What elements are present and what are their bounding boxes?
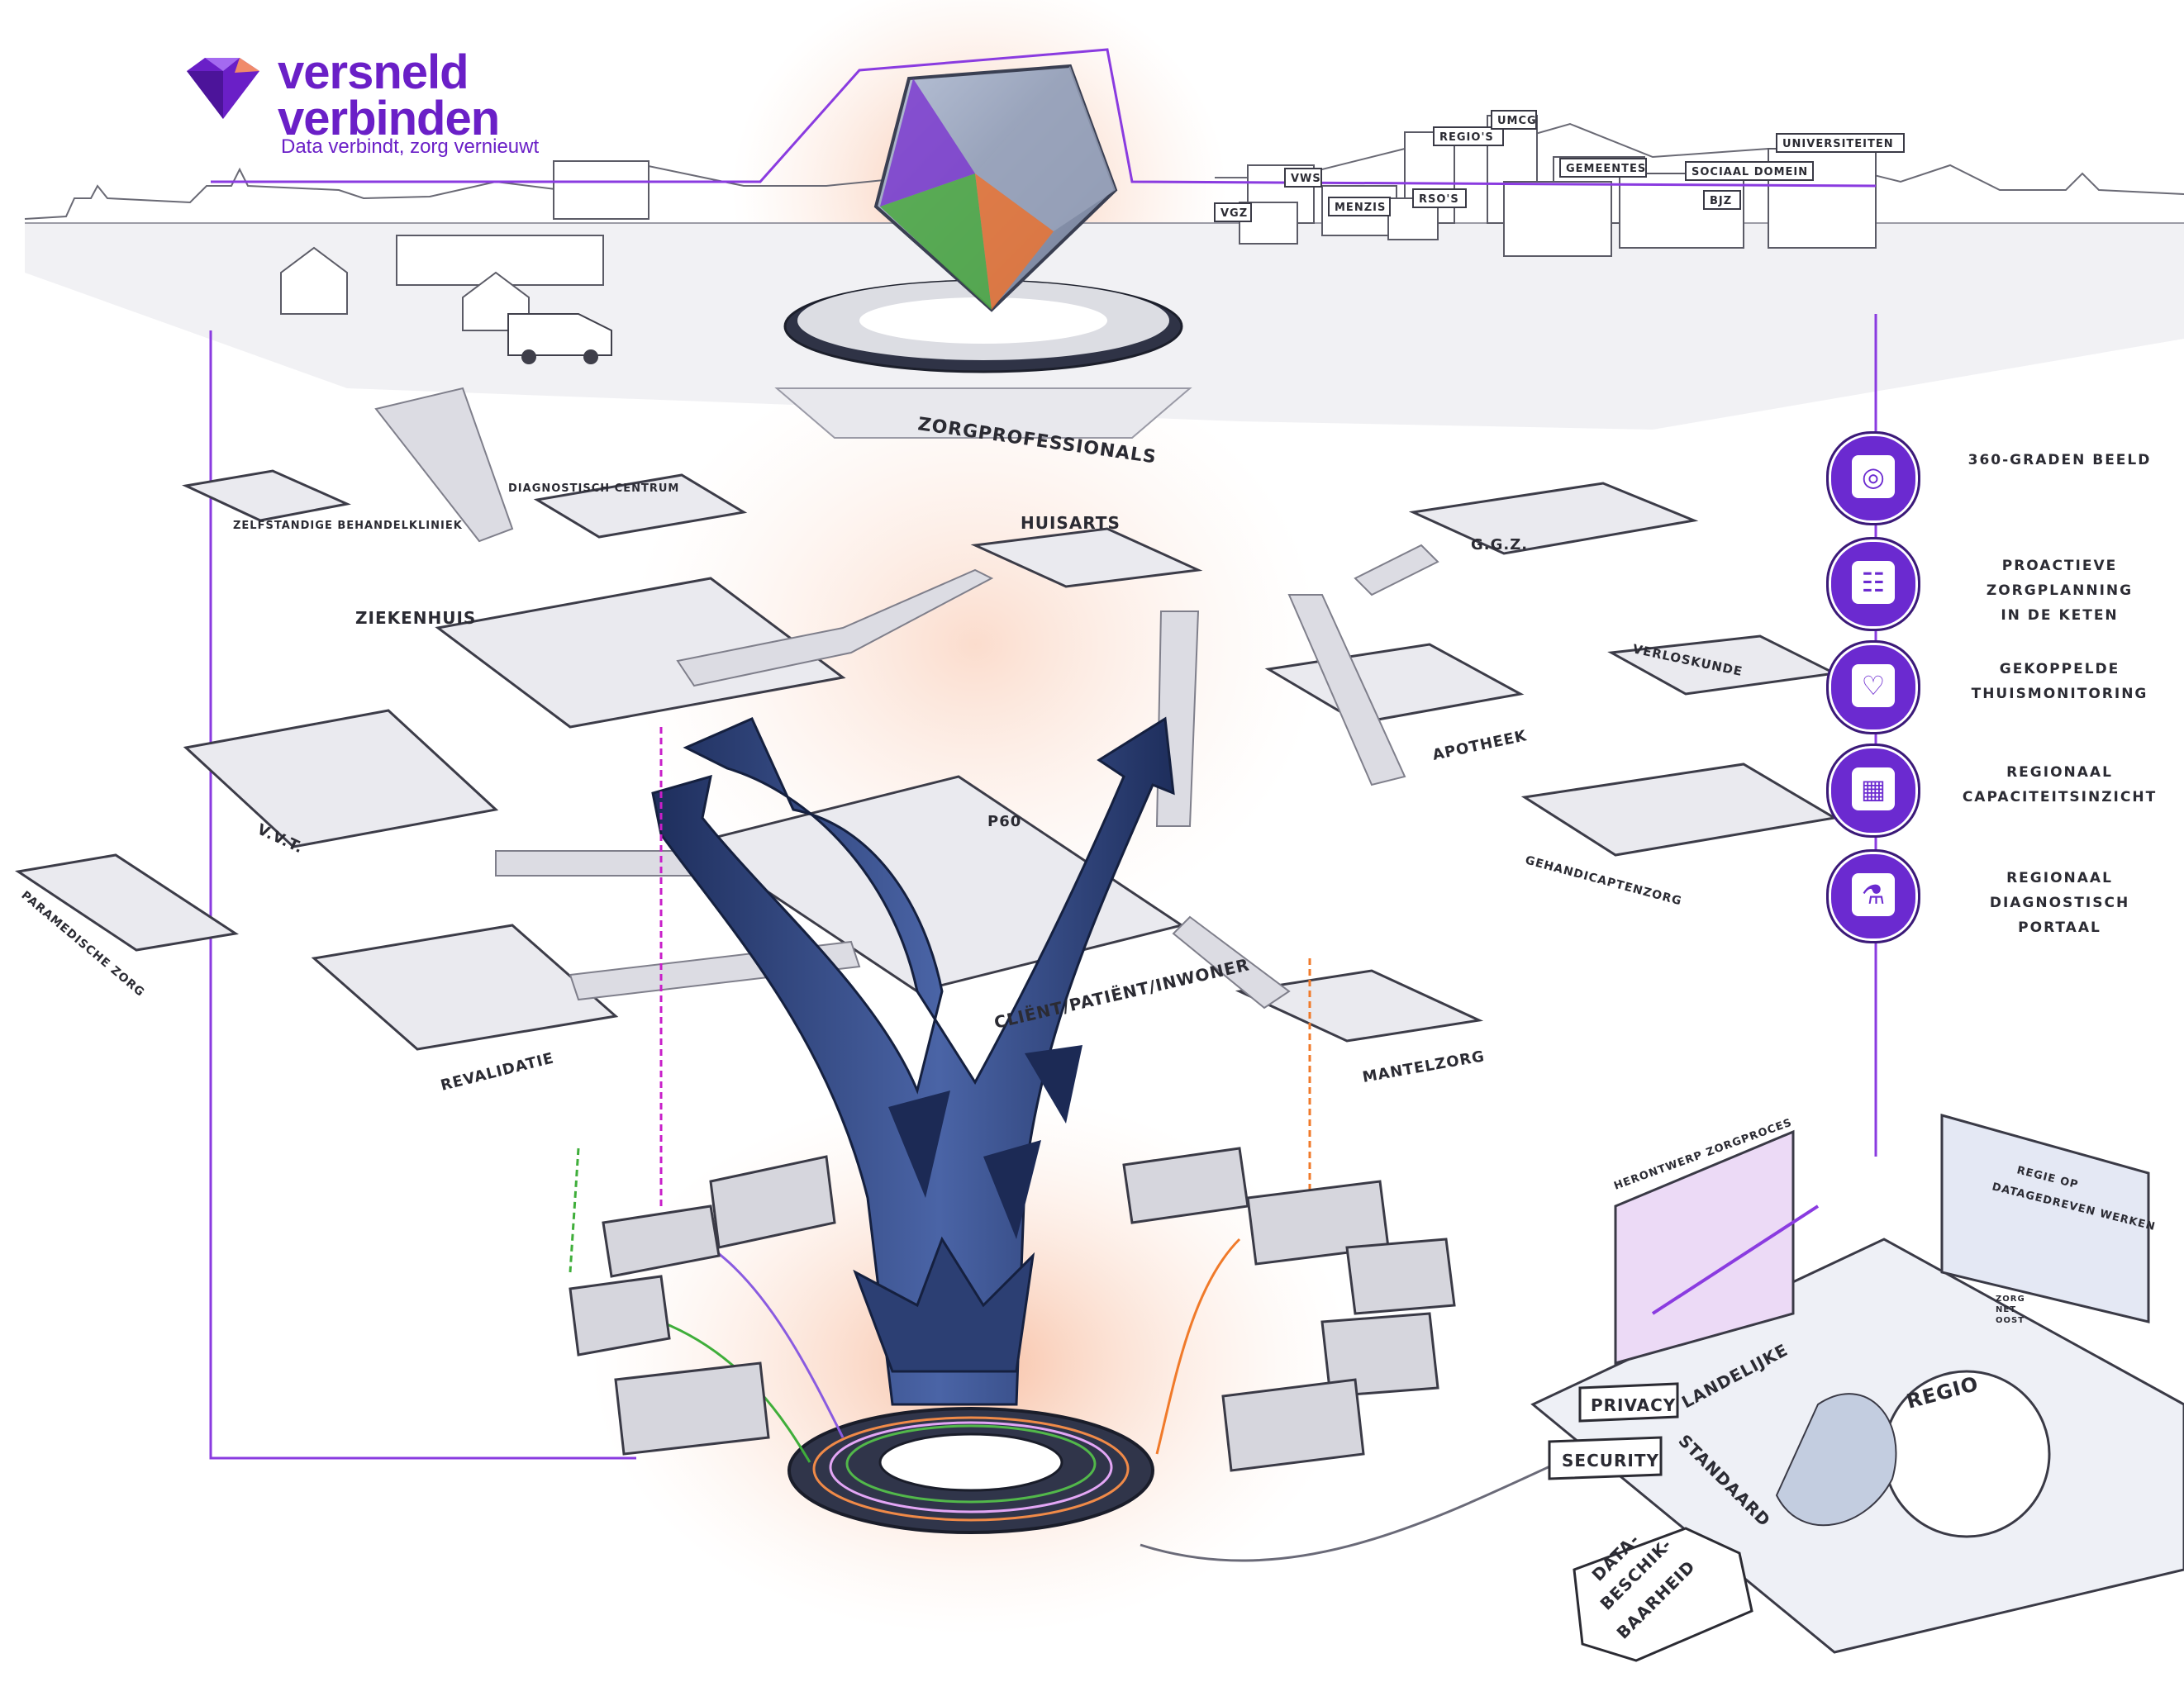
skyline-label-box [1328, 197, 1391, 216]
shirt-label-3: OOST [1996, 1316, 2025, 1325]
node-apotheek: APOTHEEK [1431, 727, 1529, 764]
node-ggz: G.G.Z. [1471, 536, 1528, 554]
legend-label-line1: REGIONAAL [2006, 870, 2113, 886]
legend-label: REGIONAAL CAPACITEITSINZICHT [1946, 760, 2173, 810]
skyline-label-box [1776, 133, 1905, 153]
legend-label: REGIONAAL DIAGNOSTISCH PORTAAL [1946, 866, 2173, 940]
skyline-label-box [1214, 202, 1252, 222]
skyline-label: SOCIAAL DOMEIN [1692, 166, 1808, 178]
home-monitoring-icon: ♡ [1826, 640, 1920, 734]
shirt-label-2: NET [1996, 1305, 2016, 1314]
skyline-label: BJZ [1710, 195, 1732, 207]
legend-label-line1: 360-GRADEN BEELD [1968, 452, 2152, 468]
legend-item: ⚗ REGIONAAL DIAGNOSTISCH PORTAAL [1826, 849, 2173, 957]
360-view-icon: ◎ [1826, 431, 1920, 525]
node-huisarts: HUISARTS [1021, 513, 1121, 533]
privacy-label: PRIVACY [1591, 1395, 1676, 1415]
node-mantelzorg: MANTELZORG [1361, 1048, 1486, 1086]
legend-label-line1: PROACTIEVE ZORGPLANNING [1986, 558, 2134, 599]
brand-name-line2: verbinden [278, 92, 500, 145]
node-revalidatie: REVALIDATIE [439, 1049, 556, 1094]
node-zbk: ZELFSTANDIGE BEHANDELKLINIEK [233, 520, 463, 532]
node-gehandicapten: GEHANDICAPTENZORG [1524, 853, 1683, 908]
compliance-boxes [1548, 1382, 1753, 1662]
skyline-label-box [1491, 110, 1537, 130]
server-units [569, 1147, 1456, 1472]
skyline-label-box [1433, 126, 1504, 146]
professionals-platform [774, 279, 1192, 439]
legend-glyph: ⚗ [1852, 873, 1895, 916]
brand-logo [180, 53, 264, 122]
central-data-gem [873, 64, 1118, 312]
legend-label-line2: THUISMONITORING [1971, 686, 2148, 702]
skyline-label-box [1685, 161, 1814, 181]
skyline-label: RSO'S [1419, 193, 1459, 206]
diagnostic-portal-icon: ⚗ [1826, 849, 1920, 943]
brand-name-line1: versneld [278, 45, 469, 99]
shirt-label-1: ZORG [1996, 1295, 2025, 1304]
skyline-label: VGZ [1220, 207, 1248, 220]
legend-label: 360-GRADEN BEELD [1946, 448, 2173, 473]
care-planning-icon: ☷ [1826, 537, 1920, 631]
legend-label-line1: GEKOPPELDE [1999, 661, 2120, 677]
legend-label: PROACTIEVE ZORGPLANNING IN DE KETEN [1946, 554, 2173, 628]
house-number-label: P60 [987, 813, 1021, 830]
data-ring [787, 1407, 1154, 1534]
legend-item: ◎ 360-GRADEN BEELD [1826, 431, 2173, 539]
legend-label: GEKOPPELDE THUISMONITORING [1946, 657, 2173, 706]
legend-item: ▦ REGIONAAL CAPACITEITSINZICHT [1826, 744, 2173, 851]
skyline-label: MENZIS [1335, 202, 1386, 214]
brand-tagline: Data verbindt, zorg vernieuwt [281, 135, 540, 158]
legend-label-line2: DIAGNOSTISCH PORTAAL [1989, 895, 2130, 936]
skyline-label-box [1559, 158, 1647, 178]
skyline-label-box [1412, 188, 1467, 208]
legend-item: ♡ GEKOPPELDE THUISMONITORING [1826, 640, 2173, 748]
security-label: SECURITY [1562, 1451, 1659, 1471]
skyline-label: VWS [1291, 173, 1321, 185]
skyline-label: GEMEENTES [1566, 163, 1646, 175]
skyline-label: UMCG [1497, 115, 1537, 127]
node-diagnostisch: DIAGNOSTISCH CENTRUM [508, 482, 679, 495]
legend-glyph: ☷ [1852, 561, 1895, 604]
legend-label-line1: REGIONAAL [2006, 764, 2113, 781]
legend-item: ☷ PROACTIEVE ZORGPLANNING IN DE KETEN [1826, 537, 2173, 644]
brand-name: versneld verbinden [278, 45, 500, 145]
region-panel [1530, 1114, 2184, 1654]
legend-glyph: ♡ [1852, 664, 1895, 707]
legend-label-line2: CAPACITEITSINZICHT [1962, 789, 2158, 805]
legend-label-line2: IN DE KETEN [2001, 607, 2119, 624]
connecting-roads [374, 387, 1439, 1010]
skyline-label-box [1703, 190, 1741, 210]
node-ziekenhuis: ZIEKENHUIS [355, 608, 476, 628]
skyline-label-box [1284, 168, 1322, 188]
legend-glyph: ◎ [1852, 455, 1895, 498]
legend-glyph: ▦ [1852, 767, 1895, 810]
capacity-icon: ▦ [1826, 744, 1920, 838]
skyline-label: REGIO'S [1439, 131, 1494, 144]
skyline-label: UNIVERSITEITEN [1782, 138, 1894, 150]
